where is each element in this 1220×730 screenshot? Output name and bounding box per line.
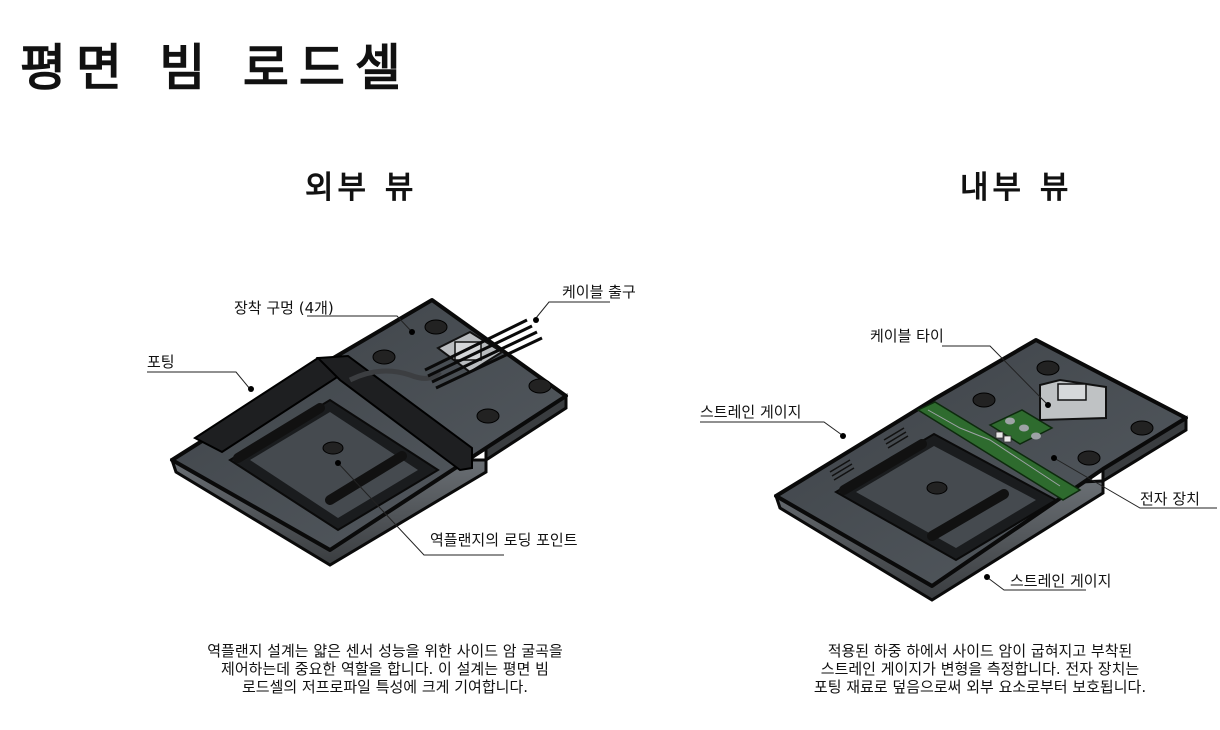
- internal-view-title: 내부 뷰: [960, 170, 1073, 206]
- label-cable-tie: 케이블 타이: [870, 327, 944, 345]
- internal-load-cell: [773, 338, 1188, 602]
- page-title: 평면 빔 로드셀: [20, 39, 411, 97]
- external-view-title: 외부 뷰: [305, 170, 418, 206]
- label-strain-gauge-top: 스트레인 게이지: [700, 403, 802, 421]
- external-load-cell: [169, 298, 568, 567]
- label-electronics: 전자 장치: [1140, 490, 1200, 508]
- label-loading-point: 역플랜지의 로딩 포인트: [430, 531, 578, 549]
- label-cable-outlet: 케이블 출구: [562, 283, 636, 301]
- label-strain-gauge-bottom: 스트레인 게이지: [1010, 572, 1112, 590]
- external-view-caption: 역플랜지 설계는 얇은 센서 성능을 위한 사이드 암 굴곡을 제어하는데 중요…: [207, 642, 563, 696]
- label-potting: 포팅: [147, 353, 175, 371]
- label-mounting-holes: 장착 구멍 (4개): [234, 299, 334, 317]
- internal-view-caption: 적용된 하중 하에서 사이드 암이 굽혀지고 부착된 스트레인 게이지가 변형을…: [813, 642, 1147, 696]
